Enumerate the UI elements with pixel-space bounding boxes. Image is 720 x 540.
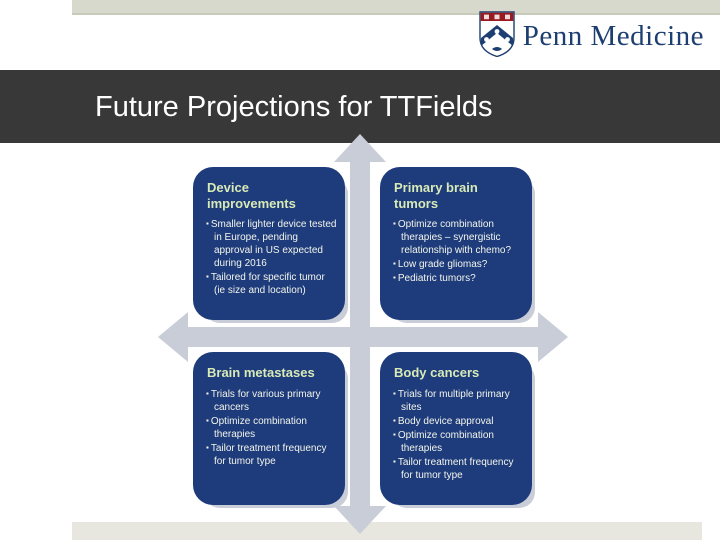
bullet-item: Tailor treatment frequency for tumor typ… xyxy=(393,456,524,482)
bullet-item: Optimize combination therapies – synergi… xyxy=(393,218,524,257)
up-arrow-icon xyxy=(334,134,386,162)
down-arrow-icon xyxy=(334,506,386,534)
bullet-item: Pediatric tumors? xyxy=(393,272,524,285)
bullet-list: Optimize combination therapies – synergi… xyxy=(393,218,524,285)
quadrant-device-improvements: Device improvements Smaller lighter devi… xyxy=(193,167,345,320)
slide-title: Future Projections for TTFields xyxy=(95,91,493,123)
quadrant-body-cancers: Body cancers Trials for multiple primary… xyxy=(380,352,532,505)
quadrant-header: Brain metastases xyxy=(207,365,315,380)
quadrant-header: Device improvements xyxy=(207,180,296,211)
bullet-item: Optimize combination therapies xyxy=(206,415,337,441)
left-arrow-icon xyxy=(158,312,188,362)
quadrant-header: Primary brain tumors xyxy=(394,180,478,211)
bullet-item: Smaller lighter device tested in Europe,… xyxy=(206,218,337,270)
bullet-list: Trials for various primary cancers Optim… xyxy=(206,388,337,468)
bullet-item: Trials for various primary cancers xyxy=(206,388,337,414)
quadrant-primary-brain-tumors: Primary brain tumors Optimize combinatio… xyxy=(380,167,532,320)
bullet-item: Low grade gliomas? xyxy=(393,258,524,271)
quadrant-header: Body cancers xyxy=(394,365,480,380)
bullet-item: Tailored for specific tumor (ie size and… xyxy=(206,271,337,297)
title-band: Future Projections for TTFields xyxy=(0,70,720,143)
bullet-item: Tailor treatment frequency for tumor typ… xyxy=(206,442,337,468)
footer-accent-strip xyxy=(72,522,702,540)
quadrant-brain-metastases: Brain metastases Trials for various prim… xyxy=(193,352,345,505)
bullet-item: Trials for multiple primary sites xyxy=(393,388,524,414)
penn-medicine-logo: Penn Medicine xyxy=(479,11,704,62)
bullet-list: Trials for multiple primary sites Body d… xyxy=(393,388,524,482)
penn-shield-icon xyxy=(479,11,515,62)
top-accent-strip xyxy=(72,0,720,15)
bullet-item: Optimize combination therapies xyxy=(393,429,524,455)
bullet-list: Smaller lighter device tested in Europe,… xyxy=(206,218,337,297)
bullet-item: Body device approval xyxy=(393,415,524,428)
right-arrow-icon xyxy=(538,312,568,362)
logo-text: Penn Medicine xyxy=(522,20,704,52)
horizontal-arrow-shaft xyxy=(186,327,538,347)
